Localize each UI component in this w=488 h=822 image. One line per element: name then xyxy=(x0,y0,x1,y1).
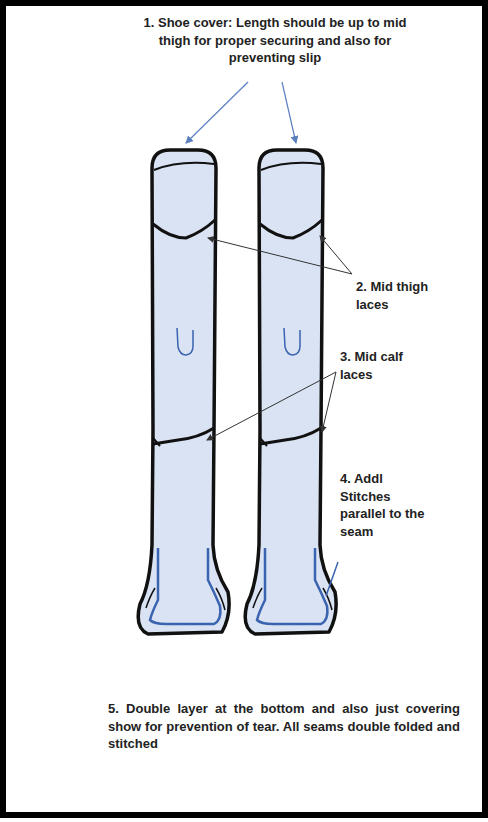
callout-note: 3. Mid calf laces xyxy=(340,348,424,383)
right-leg-cover xyxy=(245,150,336,634)
callout-note: 5. Double layer at the bottom and also j… xyxy=(108,700,460,753)
leader-line xyxy=(207,372,336,440)
callout-note: 4. Addl Stitches parallel to the seam xyxy=(340,470,426,540)
leader-line xyxy=(320,236,352,274)
leader-line xyxy=(186,82,248,143)
frame xyxy=(3,3,485,815)
leader-line xyxy=(208,238,352,274)
leader-line xyxy=(282,82,296,143)
callout-note: 1. Shoe cover: Length should be up to mi… xyxy=(130,14,420,67)
callout-note: 2. Mid thigh laces xyxy=(356,278,436,313)
leader-line xyxy=(322,372,336,432)
leader-line xyxy=(326,562,338,596)
left-leg-cover xyxy=(138,150,229,634)
